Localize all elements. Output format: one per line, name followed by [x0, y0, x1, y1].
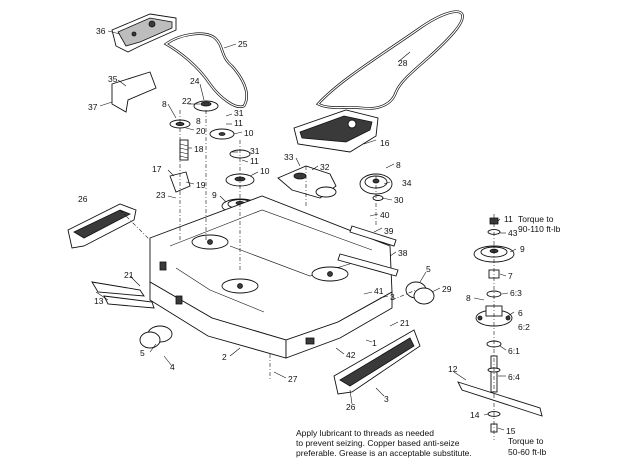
- callout-8a: 8: [162, 99, 167, 109]
- callout-28: 28: [398, 58, 408, 68]
- callout-37: 37: [88, 102, 98, 112]
- callout-19: 19: [196, 180, 206, 190]
- callout-26a: 26: [78, 194, 88, 204]
- callout-38: 38: [398, 248, 408, 258]
- callout-5b: 5: [140, 348, 145, 358]
- callout-8c: 8: [396, 160, 401, 170]
- blade-13: [91, 281, 155, 309]
- callout-39: 39: [384, 226, 394, 236]
- callout-32: 32: [320, 162, 330, 172]
- blade-12: [457, 381, 543, 417]
- callout-8b: 8: [196, 116, 201, 126]
- callout-18: 18: [194, 144, 204, 154]
- callout-12: 12: [448, 364, 458, 374]
- callout-15: 15: [506, 426, 516, 436]
- baffle-26-lower: [333, 329, 421, 395]
- callout-6-1: 6:1: [508, 346, 520, 356]
- torque-bottom-line-1: Torque to: [508, 436, 544, 446]
- lubricant-line-1: Apply lubricant to threads as needed: [296, 428, 434, 438]
- callout-3a: 3: [390, 292, 395, 302]
- callout-26b: 26: [346, 402, 356, 412]
- callout-10a: 10: [244, 128, 254, 138]
- callout-6-4: 6:4: [508, 372, 520, 382]
- callout-labels: 36 25 28 35 24 37 8 22 31 11 8 20 10 18 …: [78, 26, 530, 436]
- callout-4: 4: [170, 362, 175, 372]
- callout-2: 2: [222, 352, 227, 362]
- callout-43: 43: [508, 228, 518, 238]
- callout-40: 40: [380, 210, 390, 220]
- callout-33: 33: [284, 152, 294, 162]
- callout-10b: 10: [260, 166, 270, 176]
- roller-5-left: [139, 325, 173, 349]
- torque-top-line-1: Torque to: [518, 214, 554, 224]
- callout-23: 23: [156, 190, 166, 200]
- callout-5a: 5: [426, 264, 431, 274]
- callout-17: 17: [152, 164, 162, 174]
- belt-25: [163, 32, 248, 109]
- torque-bottom-line-2: 50-60 ft-lb: [508, 447, 547, 457]
- callout-34: 34: [402, 178, 412, 188]
- callout-8d: 8: [466, 293, 471, 303]
- baffle-bar-39: [349, 225, 397, 247]
- callout-3b: 3: [384, 394, 389, 404]
- lubricant-line-2: to prevent seizing. Copper based anti-se…: [296, 438, 460, 448]
- assembly-centerlines: [119, 110, 495, 440]
- torque-note-bottom: Torque to 50-60 ft-lb: [508, 436, 547, 457]
- callout-24: 24: [190, 76, 200, 86]
- idler-pulley-22: [193, 100, 219, 112]
- mower-deck-shell: [149, 195, 393, 359]
- callout-20: 20: [196, 126, 206, 136]
- callout-31a: 31: [234, 108, 244, 118]
- baffle-26-upper: [67, 203, 137, 249]
- torque-top-line-2: 90-110 ft-lb: [518, 224, 561, 234]
- callout-11a: 11: [234, 118, 243, 128]
- callout-31b: 31: [250, 146, 260, 156]
- callout-36: 36: [96, 26, 106, 36]
- washer-10a: [209, 128, 235, 140]
- callout-42: 42: [346, 350, 356, 360]
- belt-cover-left: [111, 13, 177, 53]
- idler-arm-32: [277, 165, 337, 199]
- callout-11b: 11: [250, 156, 259, 166]
- callout-29: 29: [442, 284, 452, 294]
- callout-7: 7: [508, 271, 513, 281]
- callout-41: 41: [374, 286, 384, 296]
- belt-28: [315, 10, 464, 110]
- bracket-35: [111, 71, 157, 113]
- callout-22: 22: [182, 96, 192, 106]
- pulley-20: [169, 119, 191, 129]
- callout-30: 30: [394, 195, 404, 205]
- callout-16: 16: [380, 138, 390, 148]
- callout-11c: 11: [504, 214, 513, 224]
- callout-25: 25: [238, 39, 248, 49]
- washer-30: [372, 195, 384, 201]
- callout-1: 1: [372, 338, 377, 348]
- callout-35: 35: [108, 74, 118, 84]
- callout-21a: 21: [124, 270, 134, 280]
- callout-6-3: 6:3: [510, 288, 522, 298]
- callout-6-2: 6:2: [518, 322, 530, 332]
- callout-27: 27: [288, 374, 298, 384]
- callout-6: 6: [518, 308, 523, 318]
- lubricant-line-3: preferable. Grease is an acceptable subs…: [296, 448, 472, 458]
- leader-lines: [95, 30, 517, 431]
- baffle-bar-38: [337, 253, 399, 277]
- lubricant-note: Apply lubricant to threads as needed to …: [296, 428, 472, 458]
- callout-13: 13: [94, 296, 104, 306]
- callout-21b: 21: [400, 318, 410, 328]
- spring-18: [179, 139, 189, 161]
- roller-5-right: [405, 281, 435, 305]
- callout-9b: 9: [520, 244, 525, 254]
- belt-cover-right: [293, 109, 379, 153]
- torque-note-top: Torque to 90-110 ft-lb: [518, 214, 561, 234]
- callout-14: 14: [470, 410, 480, 420]
- callout-9a: 9: [212, 190, 217, 200]
